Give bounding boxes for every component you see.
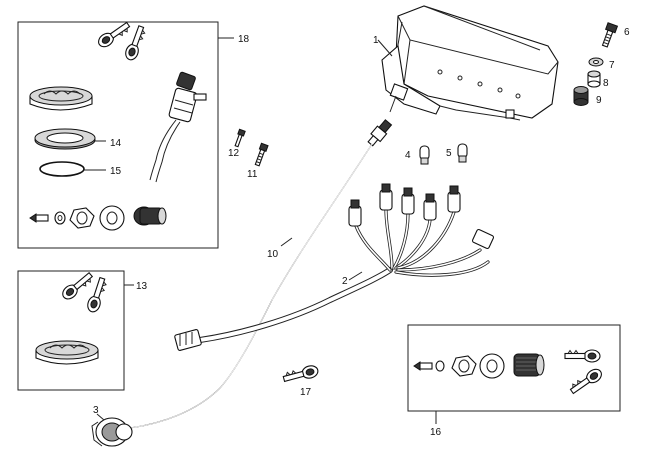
- callout-4: 4: [405, 150, 411, 161]
- callout-1: 1: [373, 35, 379, 46]
- leader-2: [348, 271, 363, 281]
- callout-3: 3: [93, 405, 99, 416]
- hardware-row-16: [413, 353, 545, 379]
- callout-8: 8: [603, 78, 609, 89]
- ignition-keys-16: [564, 349, 602, 395]
- kit-box-16: [407, 324, 621, 424]
- bulb-5: [457, 143, 468, 163]
- callout-16: 16: [430, 427, 442, 438]
- lock-cylinder-16: [513, 353, 545, 377]
- grommet-3: [91, 417, 133, 447]
- bulb-4: [419, 145, 430, 165]
- instrument-cluster-1: [381, 5, 559, 121]
- screw-16: [413, 361, 433, 371]
- screw-11: [254, 142, 269, 167]
- callout-11: 11: [247, 169, 258, 180]
- wiring-harness-2: [174, 183, 495, 351]
- o-ring-15: [39, 161, 106, 177]
- harness-connector-small: [471, 228, 495, 250]
- bolt-6: [601, 22, 619, 48]
- kit-box-13-frame: [17, 270, 125, 391]
- callout-13: 13: [136, 281, 148, 292]
- ignition-keys-18: [98, 21, 146, 61]
- leader-1: [377, 39, 393, 57]
- hardware-row-18: [29, 205, 167, 231]
- leader-10: [280, 237, 293, 247]
- bulb-socket-d: [423, 193, 437, 221]
- callout-15: 15: [110, 166, 122, 177]
- callout-6: 6: [624, 27, 630, 38]
- callout-10: 10: [267, 249, 279, 260]
- kit-box-18-frame: [17, 21, 219, 249]
- screw-12: [234, 128, 246, 148]
- callout-17: 17: [300, 387, 312, 398]
- callout-7: 7: [609, 60, 615, 71]
- harness-connector-main: [174, 329, 202, 351]
- kit-box-16-frame: [407, 324, 621, 412]
- speedo-cable-10: [129, 119, 393, 429]
- washer-7: [588, 57, 604, 67]
- screw-18: [29, 213, 49, 223]
- spacer-8: [587, 70, 601, 88]
- gasket-ring-14: [34, 128, 106, 150]
- bulb-socket-c: [401, 187, 415, 215]
- leader-3: [96, 413, 105, 421]
- bulb-socket-a: [348, 199, 362, 227]
- lock-cylinder-18: [133, 206, 167, 226]
- callout-18: 18: [238, 34, 250, 45]
- grommet-9: [573, 86, 589, 106]
- bulb-socket-e: [447, 185, 461, 213]
- callout-14: 14: [110, 138, 122, 149]
- ignition-keys-13: [62, 271, 107, 313]
- callout-2: 2: [342, 276, 348, 287]
- ignition-switch-18: [149, 71, 207, 183]
- cluster-connector-1: [389, 83, 409, 113]
- kit-box-13: [17, 270, 134, 391]
- kit-box-18: [17, 21, 234, 249]
- callout-9: 9: [596, 95, 602, 106]
- fuel-cap-18: [29, 86, 93, 111]
- callout-12: 12: [228, 148, 240, 159]
- ignition-key-17: [282, 365, 319, 383]
- fuel-cap-13: [35, 340, 99, 365]
- bulb-socket-b: [379, 183, 393, 211]
- callout-5: 5: [446, 148, 452, 159]
